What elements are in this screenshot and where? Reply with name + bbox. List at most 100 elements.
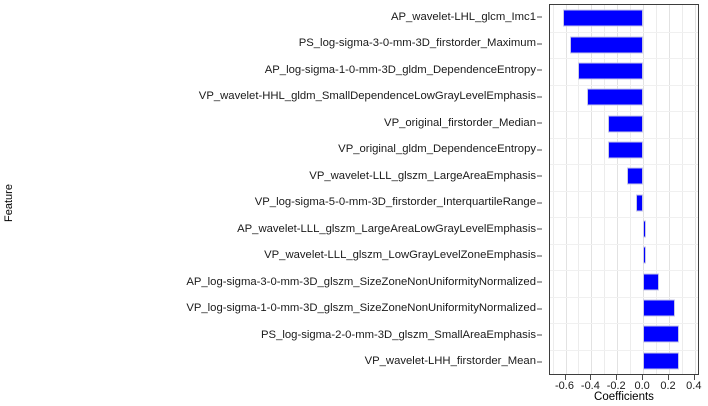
gridline-major (617, 5, 619, 374)
bar-row (550, 84, 698, 110)
y-tick-row: VP_wavelet-LHH_firstorder_Mean (18, 349, 542, 376)
bar[interactable] (626, 167, 644, 185)
gridline-major (591, 5, 593, 374)
y-tick-label: VP_wavelet-HHL_gldm_SmallDependenceLowGr… (198, 90, 536, 103)
bar[interactable] (578, 62, 644, 80)
bar[interactable] (643, 273, 660, 291)
y-tick-row: PS_log-sigma-3-0-mm-3D_firstorder_Maximu… (18, 31, 542, 58)
bar[interactable] (643, 246, 646, 264)
x-tick-label: -0.6 (555, 380, 574, 392)
bar[interactable] (643, 352, 679, 370)
gridline-minor (681, 5, 683, 374)
y-tick-label: AP_wavelet-LHL_glcm_Imc1 (390, 10, 536, 23)
gridline-horizontal (550, 296, 698, 298)
y-tick-label: VP_wavelet-LHH_firstorder_Mean (364, 355, 536, 368)
y-tick-row: PS_log-sigma-2-0-mm-3D_glszm_SmallAreaEm… (18, 322, 542, 349)
y-tick-row: VP_wavelet-LLL_glszm_LargeAreaEmphasis (18, 163, 542, 190)
gridline-minor (604, 5, 606, 374)
bar-row (550, 190, 698, 216)
x-tick-mark (668, 375, 669, 380)
gridline-major (669, 5, 670, 374)
y-tick-mark (537, 255, 542, 257)
bar[interactable] (643, 220, 646, 238)
bar-row (550, 295, 698, 321)
gridline-horizontal (550, 217, 698, 218)
y-tick-label: AP_log-sigma-3-0-mm-3D_glszm_SizeZoneNon… (186, 275, 536, 288)
y-axis-title: Feature (3, 184, 15, 222)
y-tick-label: VP_original_gldm_DependenceEntropy (338, 143, 536, 156)
bar[interactable] (586, 88, 644, 106)
bar-row (550, 321, 698, 347)
bar[interactable] (562, 9, 644, 27)
bar-row (550, 5, 698, 31)
y-tick-label: VP_log-sigma-1-0-mm-3D_glszm_SizeZoneNon… (186, 302, 536, 315)
bar-row (550, 31, 698, 57)
y-tick-mark (537, 175, 542, 177)
y-tick-mark (537, 281, 542, 283)
gridline-horizontal (550, 84, 698, 86)
x-tick-mark (642, 375, 644, 380)
bar[interactable] (570, 36, 644, 54)
y-tick-row: AP_wavelet-LLL_glszm_LargeAreaLowGrayLev… (18, 216, 542, 243)
bar-row (550, 58, 698, 84)
gridline-horizontal (550, 270, 698, 271)
gridline-horizontal (550, 137, 698, 139)
y-tick-mark (537, 16, 542, 18)
y-tick-row: VP_log-sigma-5-0-mm-3D_firstorder_Interq… (18, 190, 542, 217)
x-tick-label: -0.4 (580, 380, 600, 392)
bar-row (550, 137, 698, 163)
bar-row (550, 110, 698, 136)
gridline-minor (578, 5, 580, 374)
gridline-horizontal (550, 58, 698, 59)
y-tick-label: PS_log-sigma-2-0-mm-3D_glszm_SmallAreaEm… (261, 328, 536, 341)
bar-row (550, 242, 698, 268)
x-tick-mark (616, 375, 618, 380)
gridline-minor (656, 5, 657, 374)
x-tick-mark (590, 375, 592, 380)
bar-row (550, 216, 698, 242)
gridline-horizontal (550, 243, 698, 245)
gridline-horizontal (550, 323, 698, 324)
y-tick-row: AP_log-sigma-3-0-mm-3D_glszm_SizeZoneNon… (18, 269, 542, 296)
y-tick-row: VP_log-sigma-1-0-mm-3D_glszm_SizeZoneNon… (18, 296, 542, 323)
gridline-horizontal (550, 190, 698, 192)
y-tick-label: VP_original_firstorder_Median (384, 116, 536, 129)
gridline-minor (552, 5, 554, 374)
y-tick-row: AP_wavelet-LHL_glcm_Imc1 (18, 4, 542, 31)
y-tick-mark (537, 96, 542, 98)
y-tick-mark (537, 69, 542, 71)
y-tick-row: AP_log-sigma-1-0-mm-3D_gldm_DependenceEn… (18, 57, 542, 84)
plot-panel (549, 4, 699, 375)
gridline-major (565, 5, 567, 374)
x-tick-mark (693, 375, 695, 380)
bar[interactable] (643, 299, 675, 317)
y-tick-mark (537, 228, 542, 230)
bar[interactable] (608, 141, 644, 159)
y-tick-row: VP_wavelet-HHL_gldm_SmallDependenceLowGr… (18, 84, 542, 111)
x-axis-title: Coefficients (594, 391, 654, 403)
bar-row (550, 163, 698, 189)
y-tick-label: AP_log-sigma-1-0-mm-3D_gldm_DependenceEn… (264, 63, 536, 76)
gridline-horizontal (550, 164, 698, 165)
y-tick-label: VP_log-sigma-5-0-mm-3D_firstorder_Interq… (254, 196, 536, 209)
y-tick-label: PS_log-sigma-3-0-mm-3D_firstorder_Maximu… (298, 37, 536, 50)
gridline-major (643, 5, 645, 374)
gridline-horizontal (550, 31, 698, 33)
bar[interactable] (636, 194, 644, 212)
y-tick-mark (537, 202, 542, 204)
y-tick-mark (537, 361, 542, 363)
bar-series (550, 5, 698, 374)
y-tick-mark (537, 43, 542, 45)
x-tick-label: 0.2 (660, 380, 676, 392)
y-tick-mark (537, 122, 542, 124)
bar[interactable] (608, 115, 644, 133)
x-tick-label: 0.0 (634, 380, 650, 392)
y-tick-mark (537, 308, 542, 310)
bar[interactable] (643, 325, 679, 343)
bar-row (550, 269, 698, 295)
x-axis-tick-marks (549, 375, 699, 381)
bar-row (550, 348, 698, 374)
